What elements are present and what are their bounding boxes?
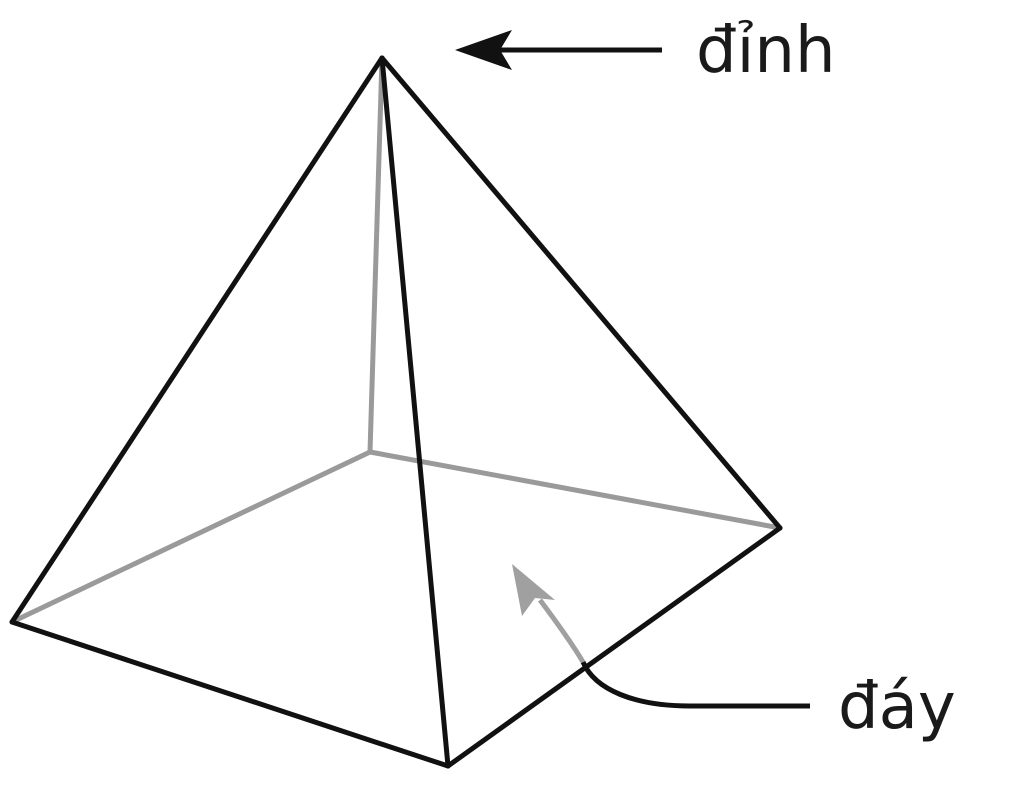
visible-edges bbox=[9, 55, 783, 769]
edge-apex-to-left-corner bbox=[9, 55, 385, 625]
base-arrow bbox=[512, 564, 810, 709]
hidden-edge-back-to-left-corner bbox=[9, 449, 373, 625]
base-arrow-grey-segment bbox=[537, 598, 586, 664]
edge-apex-to-front-corner bbox=[379, 55, 451, 769]
edge-apex-to-right-corner bbox=[379, 55, 783, 531]
base-arrow-head bbox=[512, 564, 555, 616]
apex-label: đỉnh bbox=[696, 14, 836, 88]
hidden-edges bbox=[9, 55, 783, 625]
apex-arrow-head bbox=[455, 30, 512, 70]
hidden-edge-apex-to-back-corner bbox=[367, 55, 385, 455]
base-label: đáy bbox=[838, 670, 956, 744]
hidden-edge-back-to-right-corner bbox=[367, 449, 783, 531]
edge-left-to-front-corner bbox=[9, 619, 451, 769]
edge-front-to-right-corner bbox=[445, 525, 783, 769]
base-arrow-curve bbox=[580, 660, 810, 709]
apex-arrow bbox=[455, 30, 662, 70]
